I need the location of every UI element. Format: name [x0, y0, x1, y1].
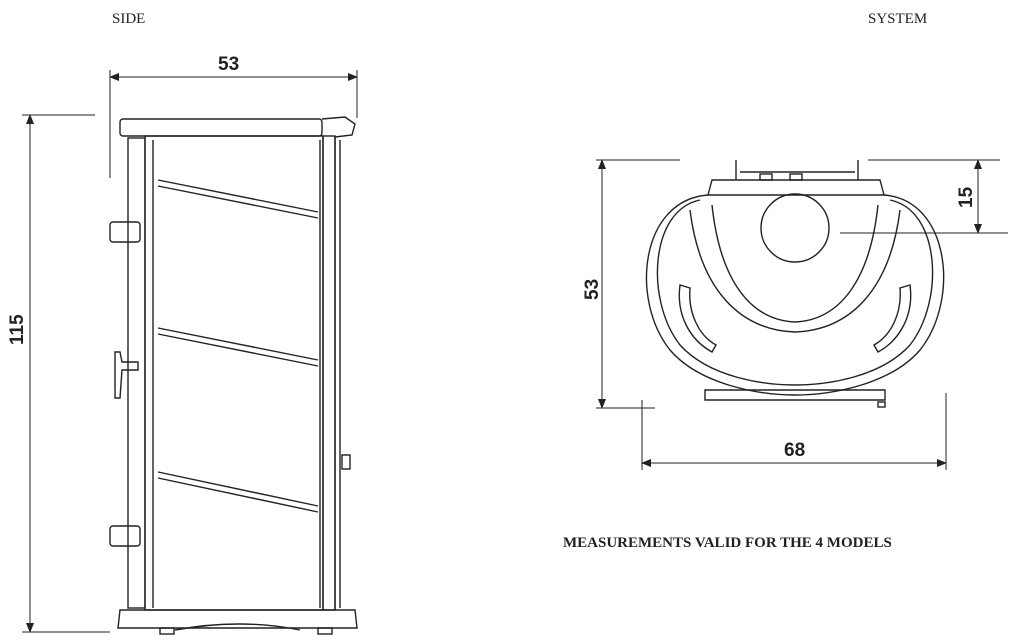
stove-top-view [645, 160, 945, 408]
side-height-label: 115 [7, 314, 28, 345]
side-width-dimension [109, 70, 358, 178]
system-depth-dimension [596, 159, 680, 409]
side-view-title: SIDE [112, 11, 146, 27]
system-depth-label: 53 [582, 279, 603, 300]
flue-offset-label: 15 [956, 186, 977, 208]
measurements-note-text: MEASUREMENTS VALID FOR THE 4 MODELS [563, 535, 892, 551]
system-width-dimension [641, 393, 947, 470]
stove-side-view [109, 116, 358, 635]
system-view-title: SYSTEM [868, 11, 928, 27]
flue-offset-dimension [840, 159, 1008, 234]
side-height-dimension [22, 114, 110, 633]
system-width-label: 68 [784, 440, 805, 461]
side-width-label: 53 [218, 54, 239, 75]
